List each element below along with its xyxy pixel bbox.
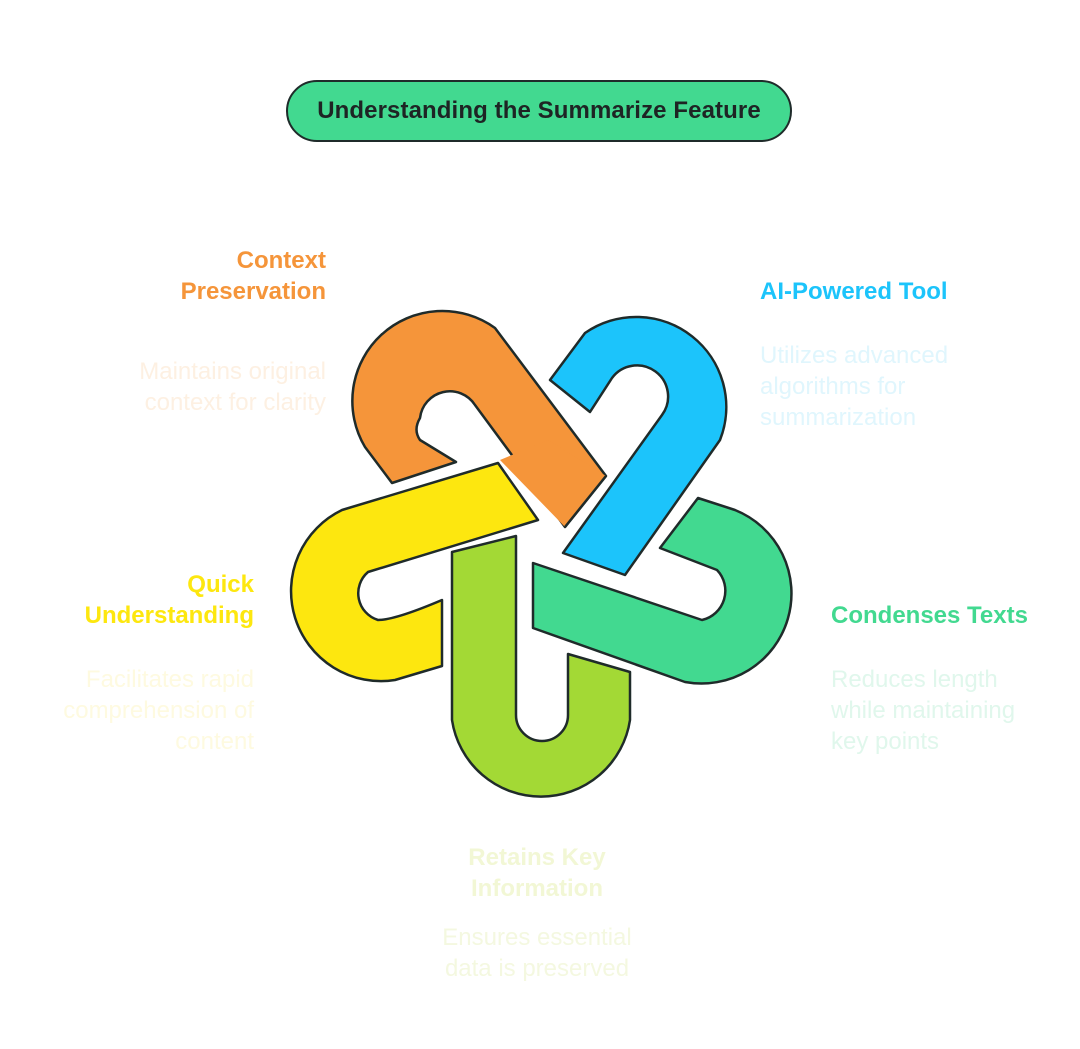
- label-context-preservation: Context Preservation: [120, 245, 326, 307]
- label-quick-understanding: Quick Understanding: [40, 569, 254, 631]
- desc-line: algorithms for: [760, 373, 906, 400]
- desc-line: comprehension of: [63, 697, 254, 724]
- label-line: Understanding: [84, 602, 254, 629]
- loop-condenses-texts: [531, 496, 793, 685]
- label-line: Retains Key: [468, 844, 606, 871]
- desc-line: while maintaining: [831, 697, 1016, 724]
- label-line: Information: [471, 875, 603, 902]
- label-line: Condenses Texts: [831, 602, 1028, 629]
- desc-retains-key-information: Ensures essential data is preserved: [400, 922, 674, 984]
- desc-line: Facilitates rapid: [85, 666, 254, 693]
- loop-context-preservation-overpass: [500, 440, 606, 527]
- label-ai-powered-tool: AI-Powered Tool: [760, 276, 1020, 307]
- desc-line: Reduces length: [831, 666, 998, 693]
- desc-context-preservation: Maintains original context for clarity: [80, 356, 326, 418]
- desc-line: Maintains original: [139, 358, 326, 385]
- desc-quick-understanding: Facilitates rapid comprehension of conte…: [20, 664, 254, 757]
- label-line: Preservation: [180, 278, 326, 305]
- loop-retains-key-information: [450, 534, 632, 798]
- label-retains-key-information: Retains Key Information: [400, 842, 674, 904]
- desc-line: data is preserved: [444, 955, 630, 982]
- loop-quick-understanding: [289, 461, 540, 683]
- label-line: Quick: [187, 571, 254, 598]
- desc-line: Utilizes advanced: [760, 342, 949, 369]
- diagram-title: Understanding the Summarize Feature: [317, 97, 761, 124]
- loop-ai-powered-tool: [548, 315, 728, 577]
- desc-ai-powered-tool: Utilizes advanced algorithms for summari…: [760, 340, 1020, 433]
- desc-line: Ensures essential: [442, 924, 632, 951]
- desc-line: content: [175, 728, 254, 755]
- desc-line: context for clarity: [144, 389, 326, 416]
- label-line: AI-Powered Tool: [760, 278, 948, 305]
- desc-line: summarization: [760, 404, 917, 431]
- label-line: Context: [236, 247, 326, 274]
- label-condenses-texts: Condenses Texts: [831, 600, 1071, 631]
- desc-condenses-texts: Reduces length while maintaining key poi…: [831, 664, 1071, 757]
- desc-line: key points: [831, 728, 940, 755]
- title-pill: Understanding the Summarize Feature: [286, 80, 792, 142]
